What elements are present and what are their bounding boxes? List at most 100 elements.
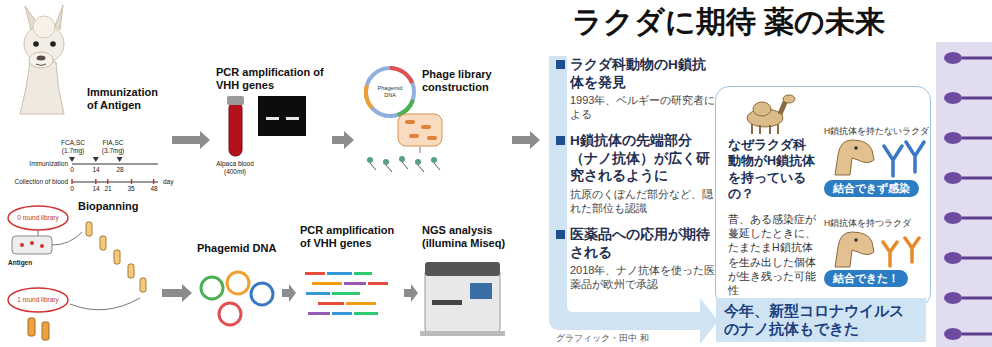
- camel-icon: [747, 95, 795, 134]
- camel-head: [854, 146, 858, 150]
- nanobody-symbol: [905, 238, 919, 262]
- phagemid-plasmid: [366, 68, 414, 116]
- bullet-note: 2018年、ナノ抗体を使った医薬品が欧州で承認: [570, 263, 718, 292]
- sequencer-machine: [420, 331, 505, 336]
- dna-fragments: [368, 282, 388, 285]
- dna-fragments: [308, 312, 330, 315]
- flow-arrow: [332, 131, 354, 149]
- dna-fragments: [354, 272, 372, 275]
- chart-title: ラクダに期待 薬の未来: [572, 4, 885, 40]
- biopanning-illustration: [8, 206, 68, 230]
- bacteria-plate: [398, 114, 442, 146]
- result-pill: 結合できず感染: [824, 180, 919, 197]
- phage-particles: [370, 163, 376, 170]
- bullet-heading: H鎖抗体の先端部分（ナノ抗体）が広く研究されるように: [570, 132, 718, 185]
- camel-icon: [752, 124, 778, 134]
- process-step: Phagemid DNA: [194, 238, 280, 338]
- dna-fragments: [305, 272, 388, 315]
- bacteria-plate: [398, 114, 442, 153]
- node-text: 結合できた！: [833, 272, 899, 285]
- flow-arrow: [404, 284, 418, 302]
- biopanning-illustration: [140, 278, 146, 292]
- virus-background: [936, 42, 992, 347]
- biopanning-illustration: [12, 236, 52, 254]
- alpaca-illustration: [20, 62, 64, 114]
- bullet-heading: ラクダ科動物のH鎖抗体を発見: [570, 56, 718, 91]
- library-label: 1 round library: [10, 296, 66, 304]
- nanobody-symbol: [883, 242, 897, 266]
- phage-particles: [399, 156, 405, 162]
- biopanning-illustration: [86, 222, 92, 236]
- phagemid-rings: [251, 283, 273, 305]
- sequencer-machine: [420, 262, 505, 336]
- camel-head: [835, 232, 874, 267]
- blood-tube: [227, 96, 244, 156]
- biopanning-illustration: [128, 264, 134, 278]
- camel-icon: [753, 102, 771, 116]
- camel-icon: [783, 95, 795, 103]
- biopanning-illustration: [20, 243, 24, 247]
- bullet-square: [556, 230, 565, 239]
- node-text: なぜラクダ科動物がH鎖抗体を持っているの？: [728, 137, 816, 202]
- node-text: 結合できず感染: [833, 182, 910, 195]
- phage-particles: [367, 157, 373, 163]
- bullet-note: 1993年、ベルギーの研究者による: [570, 93, 718, 122]
- dna-fragments: [318, 302, 344, 305]
- bullet-square: [556, 136, 565, 145]
- timeline: [72, 179, 154, 184]
- dose-note: FIA,SC (3.7mg): [96, 139, 130, 155]
- biopanning-illustration: [40, 244, 44, 248]
- phage-particles: [383, 159, 389, 165]
- phagemid-plasmid: [366, 68, 414, 116]
- biopanning-illustration: [100, 236, 106, 250]
- spike-proteins: [944, 212, 962, 224]
- info-panel: なぜラクダ科動物がH鎖抗体を持っているの？昔、ある感染症が蔓延したときに、たまた…: [715, 86, 931, 307]
- alpaca-illustration: [55, 5, 63, 30]
- phage-particles: [367, 156, 440, 172]
- sequencer-machine: [425, 270, 500, 332]
- dna-fragments: [354, 312, 378, 315]
- credit-note: グラフィック・田中 和: [556, 333, 649, 344]
- tick-number: 35: [123, 185, 139, 193]
- timeline: [93, 157, 99, 162]
- spike-proteins: [944, 52, 992, 340]
- alpaca-illustration: [29, 52, 53, 68]
- sample-label: Alpaca blood (400ml): [212, 160, 258, 176]
- flow-arrow: [162, 284, 192, 302]
- tick-number: 0: [64, 185, 80, 193]
- biopanning-illustration: [8, 206, 146, 340]
- biopanning-illustration: [30, 241, 34, 245]
- phage-particles: [431, 157, 437, 163]
- axis-label: Immunization: [6, 160, 68, 168]
- biopanning-illustration: [42, 322, 49, 340]
- phagemid-plasmid: [398, 100, 413, 115]
- bullet-note: 抗原のくぼんだ部分など、隠れた部位も認識: [570, 187, 718, 216]
- sequencer-machine: [432, 300, 462, 305]
- node-text: PCR amplification of VHH genes: [300, 224, 400, 250]
- process-step: PCR amplification of VHH genes: [298, 220, 402, 340]
- phage-particles: [402, 162, 408, 169]
- alpaca-illustration: [33, 41, 39, 47]
- alpaca-illustration: [36, 64, 46, 66]
- phagemid-plasmid: [390, 68, 412, 83]
- gel-image: [258, 96, 306, 136]
- antibody-symbol: [906, 142, 924, 172]
- phage-particles: [418, 165, 424, 172]
- sequencer-machine: [470, 283, 492, 299]
- dose-note: FCA,SC (1.7mg): [56, 139, 90, 155]
- alpaca-illustration: [50, 41, 56, 47]
- spike-proteins: [962, 58, 992, 334]
- spike-proteins: [944, 252, 962, 264]
- camel-head: [835, 232, 874, 267]
- antibody-symbol: [884, 146, 902, 176]
- bacteria-plate: [427, 136, 437, 140]
- bullet-heading: 医薬品への応用が期待される: [570, 226, 718, 261]
- gel-image: [266, 117, 279, 120]
- timeline: [117, 157, 123, 162]
- camel-label: H鎖抗体を持つラクダ: [824, 218, 911, 228]
- biopanning-illustration: [52, 232, 82, 245]
- timeline: [72, 164, 158, 165]
- phagemid-rings: [201, 277, 223, 299]
- dna-fragments: [344, 282, 366, 285]
